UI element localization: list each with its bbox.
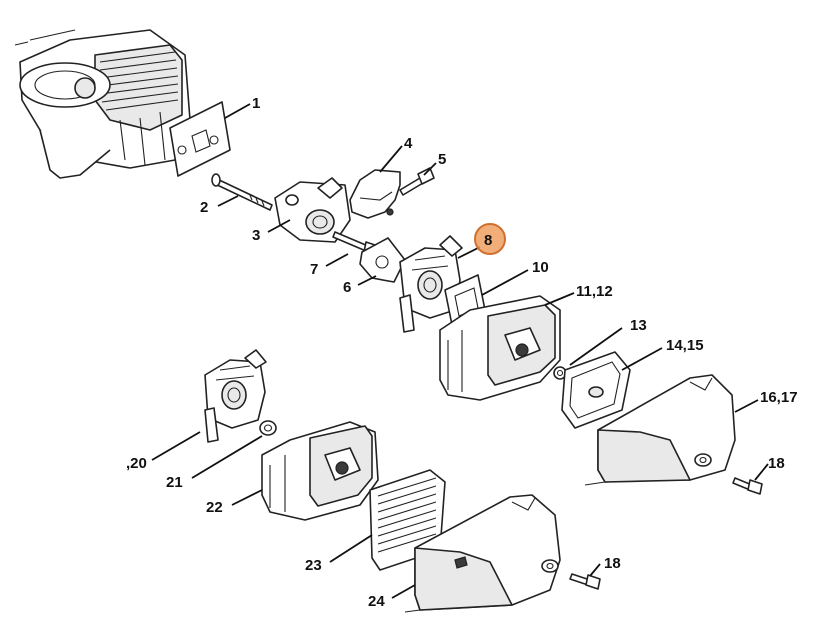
callout-4[interactable]: 4 [404, 135, 413, 152]
intake-manifold-part-3 [274, 177, 351, 243]
cover-part-16-17 [584, 374, 736, 486]
callout-20[interactable]: ,20 [126, 455, 147, 472]
gasket-part-6 [359, 237, 406, 283]
callout-10[interactable]: 10 [532, 259, 549, 276]
clamp-part-4 [349, 169, 401, 219]
filter-base-part-22 [261, 421, 379, 521]
adapter-part-21 [259, 420, 277, 436]
callout-8[interactable]: 8 [484, 232, 492, 249]
callout-13[interactable]: 13 [630, 317, 647, 334]
engine-block [14, 29, 191, 179]
highlight-marker-part-8[interactable] [474, 223, 506, 255]
callout-22[interactable]: 22 [206, 499, 223, 516]
gasket-part-1 [169, 101, 231, 177]
callout-11-12[interactable]: 11,12 [576, 283, 613, 300]
cover-part-24 [404, 494, 561, 613]
callout-7[interactable]: 7 [310, 261, 318, 278]
filter-element-part-14-15 [561, 351, 631, 429]
callout-21[interactable]: 21 [166, 474, 183, 491]
callout-3[interactable]: 3 [252, 227, 260, 244]
callout-18-upper[interactable]: 18 [768, 455, 785, 472]
carburetor-part-8 [399, 235, 463, 333]
long-bolt-part-2 [211, 173, 273, 211]
callout-24[interactable]: 24 [368, 593, 385, 610]
callout-23[interactable]: 23 [305, 557, 322, 574]
callout-16-17[interactable]: 16,17 [760, 389, 798, 406]
callout-labels: 1 2 3 4 5 6 7 8 10 11,12 13 14,15 16,17 … [126, 95, 798, 610]
screw-part-18-upper [732, 477, 763, 495]
callout-6[interactable]: 6 [343, 279, 351, 296]
callout-14-15[interactable]: 14,15 [666, 337, 704, 354]
callout-1[interactable]: 1 [252, 95, 260, 112]
screw-part-18-lower [569, 573, 601, 590]
callout-2[interactable]: 2 [200, 199, 208, 216]
screw-part-5 [399, 167, 435, 196]
callout-5[interactable]: 5 [438, 151, 446, 168]
callout-18-lower[interactable]: 18 [604, 555, 621, 572]
carburetor-part-20 [204, 349, 267, 443]
leader-lines [151, 103, 769, 599]
filter-base-part-11-12 [439, 295, 561, 401]
